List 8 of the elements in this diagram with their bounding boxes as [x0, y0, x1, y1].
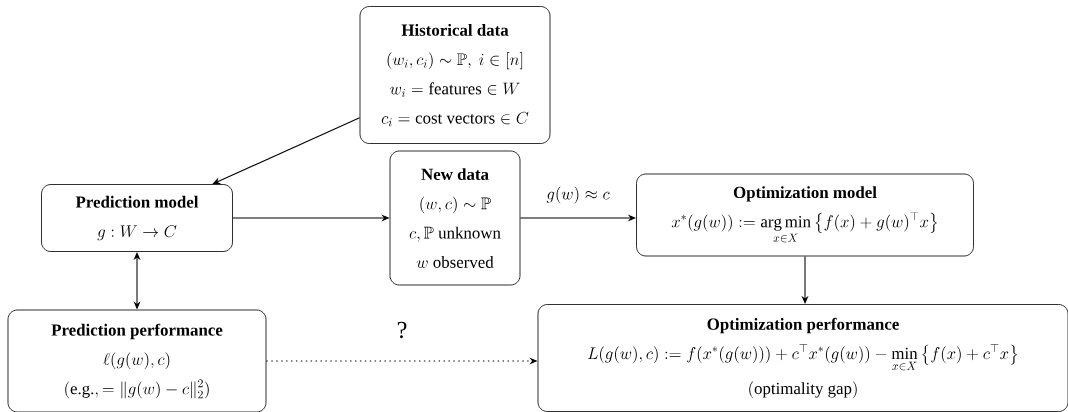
- process-box: Historical data $(w_i,c_i)\sim\mathbb{P},\ i\in[n]$ $w_i=\text{features}\in W$ $c_i=\text{cost vectors}\in C$: [359, 6, 551, 144]
- process-box: New data $(w,c)\sim\mathbb{P}$ $c,\mathbb{P}\ \text{unknown}$ $w\ \text{observed}$: [389, 150, 521, 286]
- edge-label: $g(w)\approx c$: [546, 186, 610, 204]
- edge-label: ?: [397, 321, 407, 339]
- process-box: Optimization performance $L(g(w),c) := f(x^*(g(w))) + c^\top x^*(g(w)) - \min_{x\in X}\left\{f(x)+c^\top x\right\}$ $(\text{optimality gap})$: [537, 304, 1068, 412]
- process-box: Optimization model $x^*(g(w)) := \operatorname*{arg\,min}_{x\in X}\left\{f(x)+g(w)^\top x\right\}$: [636, 173, 974, 257]
- process-box: Prediction performance $\ell(g(w),c)$ $(\text{e.g.}, = \|g(w)-c\|_2^2)$: [7, 309, 267, 412]
- process-box: Prediction model $g: W\to C$: [41, 184, 233, 252]
